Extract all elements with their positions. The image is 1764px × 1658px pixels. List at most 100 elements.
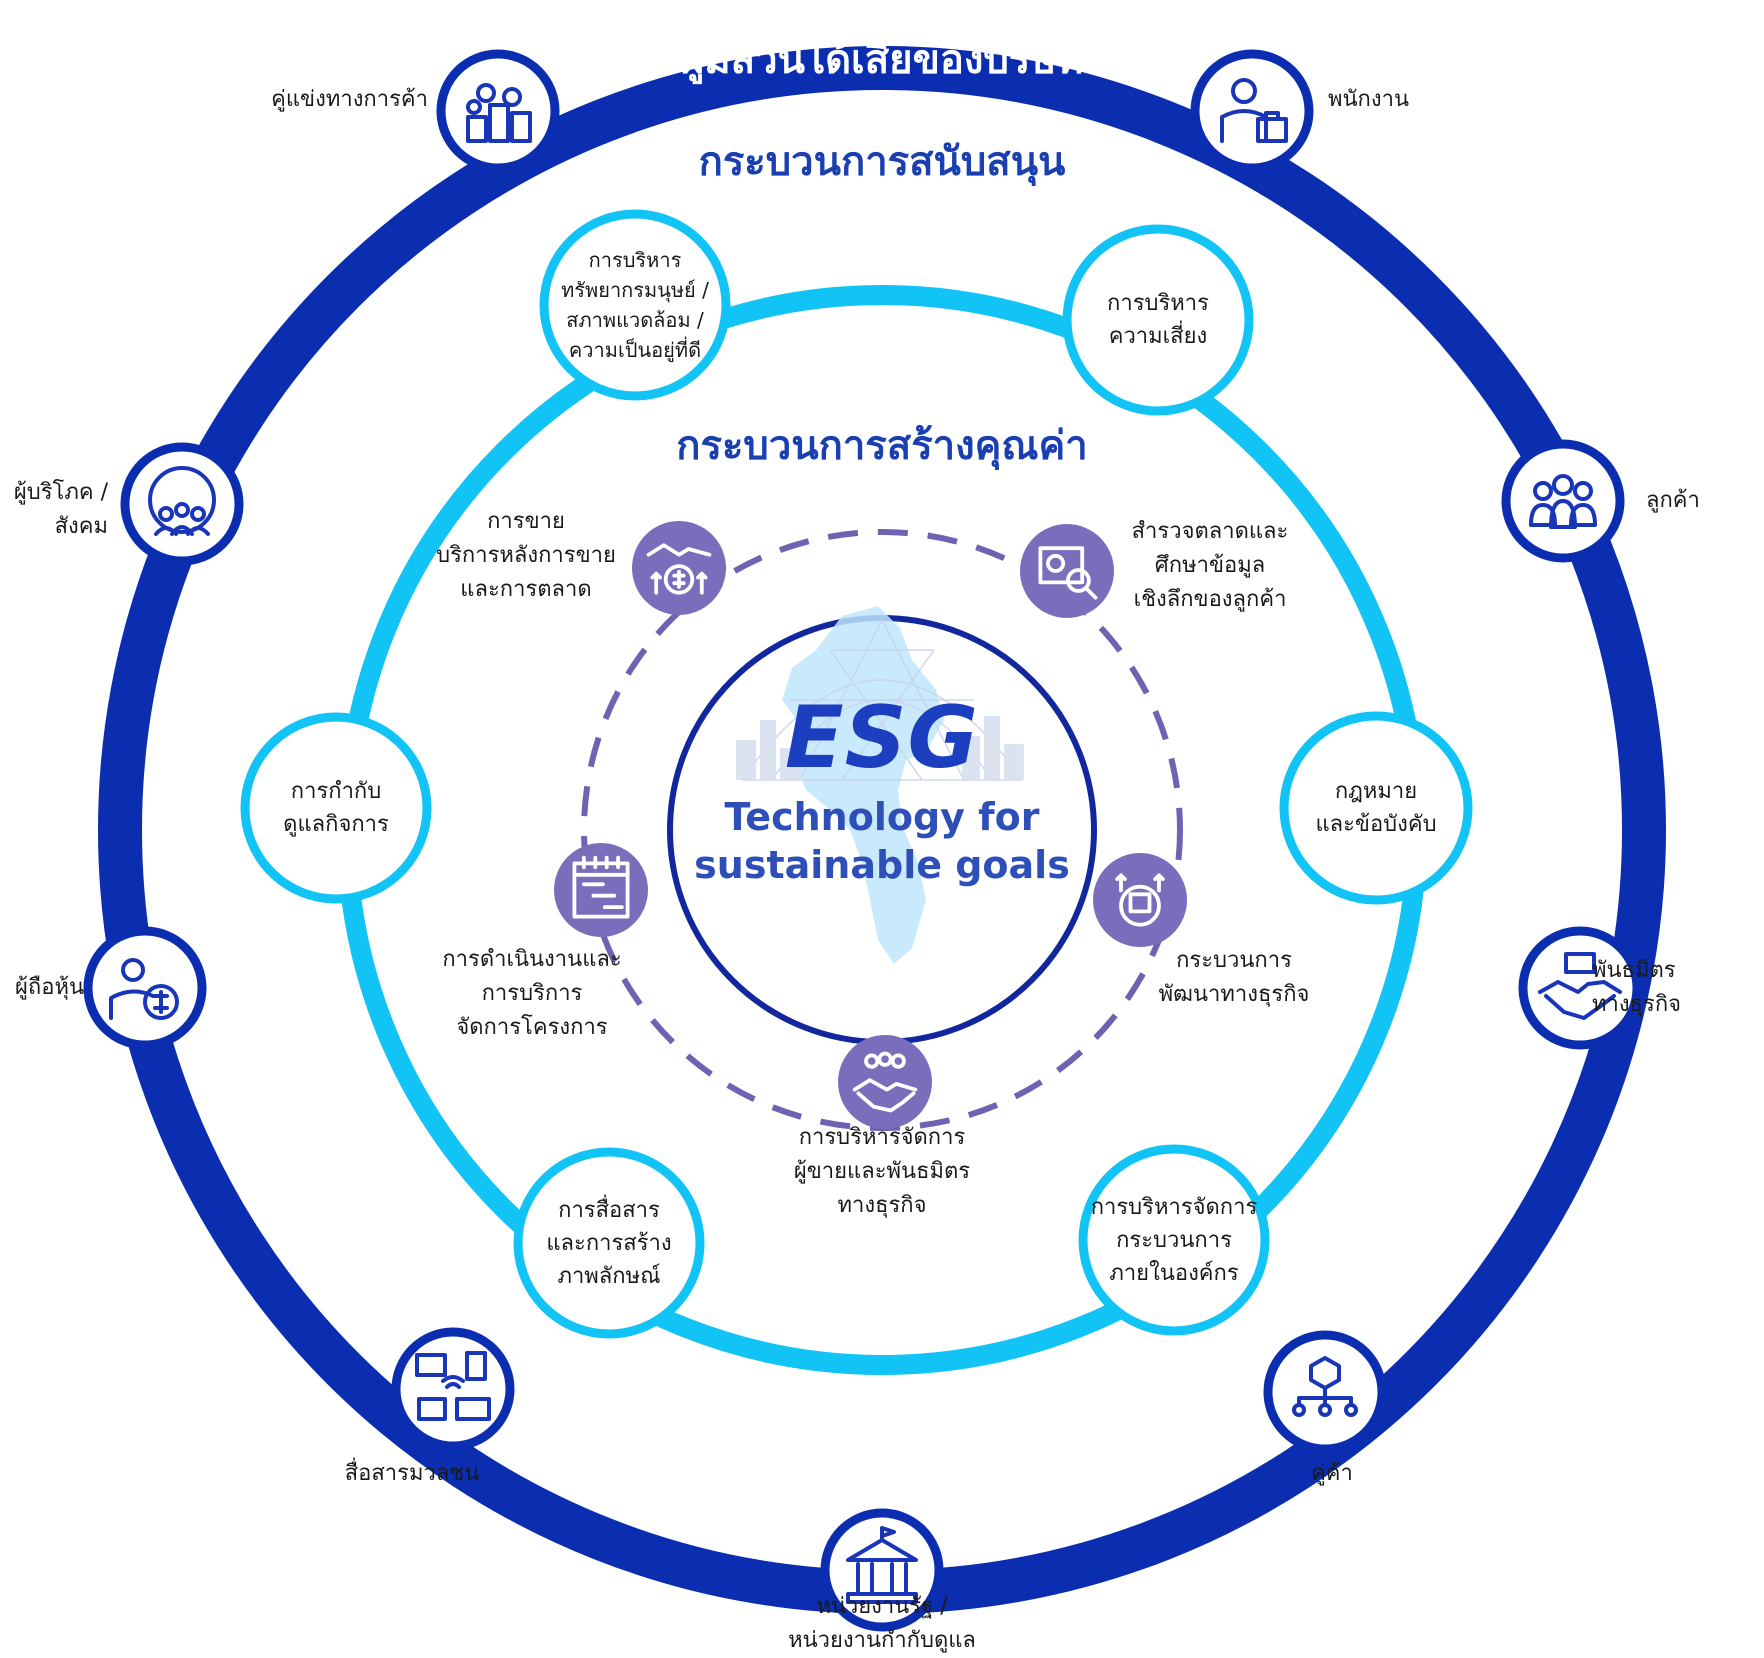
suppliers-icon: [1292, 1356, 1358, 1417]
support-process-label-line: สภาพแวดล้อม /: [566, 308, 704, 332]
stakeholder-label-line: หน่วยงานกำกับดูแล: [788, 1628, 976, 1653]
stakeholder-label: ผู้ถือหุ้น: [15, 971, 84, 1005]
stakeholder-label-line: หน่วยงานรัฐ /: [816, 1594, 948, 1619]
stakeholder-node: [83, 926, 207, 1050]
support-process-label-line: การบริหาร: [588, 248, 682, 272]
value-process-node: [554, 843, 648, 937]
value-process-label-line: จัดการโครงการ: [456, 1015, 608, 1040]
support-process-circle: [1078, 1144, 1270, 1336]
value-process-label: การบริหารจัดการผู้ขายและพันธมิตรทางธุรกิ…: [732, 1121, 1032, 1223]
stakeholder-node-ring: [820, 1508, 944, 1632]
support-process-label-line: ภาพลักษณ์: [557, 1263, 661, 1289]
partner-management-icon: [852, 1051, 918, 1113]
stakeholder-label: ผู้บริโภค / สังคม: [14, 476, 108, 544]
value-process-node: [1020, 524, 1114, 618]
stakeholder-label: พันธมิตรทางธุรกิจ: [1592, 954, 1681, 1022]
stakeholder-label: พนักงาน: [1328, 83, 1409, 117]
value-process-icon-bg: [1093, 853, 1187, 947]
stakeholder-node-ring: [391, 1327, 515, 1451]
support-process-label-line: การบริหาร: [1107, 291, 1209, 316]
value-process-label-line: ผู้ขายและพันธมิตร: [793, 1159, 971, 1184]
stakeholder-node-ring: [436, 49, 560, 173]
value-process-node: [632, 521, 726, 615]
support-process-label: การบริหารความเสี่ยง: [1067, 229, 1249, 411]
handshake-partners-icon: [1538, 952, 1622, 1020]
stakeholder-node: [1501, 439, 1625, 563]
stakeholder-label-line: ผู้ถือหุ้น: [15, 975, 84, 1000]
support-process-label-line: การกำกับ: [290, 779, 382, 804]
value-process-label-line: การบริการ: [481, 981, 583, 1006]
support-process-circle: [1279, 711, 1473, 905]
value-process-label: สำรวจตลาดและศึกษาข้อมูลเชิงลึกของลูกค้า: [1060, 515, 1360, 617]
value-process-label-line: และการตลาด: [460, 577, 592, 602]
stakeholder-label-line: คู่ค้า: [1311, 1461, 1353, 1486]
stakeholder-label-line: คู่แข่งทางการค้า: [271, 87, 428, 112]
government-building-icon: [846, 1526, 918, 1604]
stakeholder-node: [820, 1508, 944, 1632]
support-process-label: การบริหารทรัพยากรมนุษย์ / สภาพแวดล้อม / คว…: [544, 214, 726, 396]
employee-icon: [1220, 78, 1288, 143]
stakeholder-node: [1190, 49, 1314, 173]
stakeholder-label-line: พันธมิตร: [1592, 958, 1676, 983]
support-process-circle: [240, 712, 432, 904]
value-process-label-line: พัฒนาทางธุรกิจ: [1158, 982, 1310, 1007]
value-process-label-line: เชิงลึกของลูกค้า: [1133, 587, 1287, 612]
stakeholder-label: หน่วยงานรัฐ / หน่วยงานกำกับดูแล: [732, 1590, 1032, 1658]
support-process-label-line: ความเป็นอยู่ที่ดี: [568, 338, 702, 362]
value-process-label-line: การบริหารจัดการ: [798, 1125, 966, 1150]
support-process-circle: [513, 1147, 705, 1339]
stakeholder-node-ring: [83, 926, 207, 1050]
stakeholder-node: [1263, 1330, 1387, 1454]
stakeholder-ring-title: ผู้มีส่วนได้เสียของบริษัท: [680, 37, 1084, 83]
project-management-icon: [572, 855, 630, 919]
stakeholder-node: [120, 442, 244, 566]
value-process-label-line: การขาย: [487, 509, 565, 534]
customers-icon: [1529, 474, 1597, 529]
stakeholder-label-line: ลูกค้า: [1646, 488, 1700, 513]
support-process-label-line: การบริหารจัดการ: [1090, 1194, 1258, 1220]
support-process-label: การสื่อสารและการสร้างภาพลักษณ์: [518, 1152, 700, 1334]
support-process-label-line: ภายในองค์กร: [1109, 1260, 1239, 1286]
esg-subtitle-line-2: sustainable goals: [694, 843, 1070, 887]
support-process-label-line: และการสร้าง: [546, 1230, 672, 1256]
support-process-label: การบริหารจัดการกระบวนการภายในองค์กร: [1083, 1149, 1265, 1331]
stakeholder-node: [391, 1327, 515, 1451]
support-process-label: กฎหมายและข้อบังคับ: [1284, 716, 1468, 900]
value-process-title: กระบวนการสร้างคุณค่า: [676, 423, 1088, 469]
competitors-icon: [466, 83, 532, 143]
support-process-label-line: ทรัพยากรมนุษย์ /: [561, 278, 709, 302]
esg-core: [667, 606, 1097, 1045]
value-process-node: [1093, 853, 1187, 947]
stakeholder-label-line: พนักงาน: [1328, 87, 1409, 112]
esg-title: ESG: [784, 688, 980, 788]
value-process-node: [838, 1035, 932, 1129]
stakeholder-label-line: สังคม: [54, 514, 108, 539]
support-process-label: การกำกับดูแลกิจการ: [245, 717, 427, 899]
support-process-label-line: กฎหมาย: [1334, 779, 1418, 804]
value-process-label-line: การดำเนินงานและ: [442, 947, 622, 972]
mass-media-icon: [415, 1351, 491, 1421]
business-development-icon: [1115, 873, 1165, 927]
value-process-label: การขายบริการหลังการขายและการตลาด: [376, 505, 676, 607]
sales-service-icon: [646, 543, 712, 595]
stakeholder-label-line: สื่อสารมวลชน: [344, 1461, 480, 1486]
thailand-map-shape: [782, 606, 944, 964]
value-process-label-line: บริการหลังการขาย: [436, 543, 616, 568]
support-process-circle: [539, 209, 731, 401]
support-process-label-line: และข้อบังคับ: [1315, 812, 1437, 837]
stakeholder-label-line: ผู้บริโภค /: [13, 480, 108, 505]
stakeholder-label: สื่อสารมวลชน: [262, 1457, 562, 1491]
value-process-label: การดำเนินงานและการบริการจัดการโครงการ: [382, 943, 682, 1045]
support-process-title: กระบวนการสนับสนุน: [698, 139, 1066, 185]
stakeholder-node: [1518, 926, 1642, 1050]
support-process-label-line: ความเสี่ยง: [1108, 324, 1208, 349]
support-process-label-line: ดูแลกิจการ: [283, 812, 389, 837]
stakeholder-label: คู่ค้า: [1182, 1457, 1482, 1491]
value-process-label-line: สำรวจตลาดและ: [1131, 519, 1289, 544]
city-skyline-shape: [736, 716, 1024, 780]
shareholder-icon: [109, 958, 179, 1020]
stakeholder-label: คู่แข่งทางการค้า: [271, 83, 428, 117]
support-process-label-line: การสื่อสาร: [558, 1197, 660, 1223]
